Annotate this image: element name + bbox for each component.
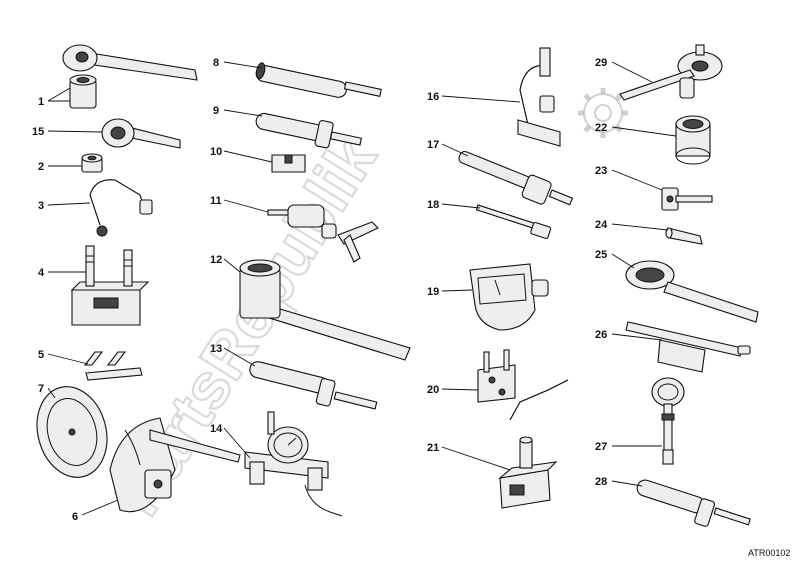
- tool-20-puller-bar: [477, 349, 569, 421]
- callout-18: 18: [427, 199, 439, 211]
- callout-26: 26: [595, 329, 607, 341]
- tool-26-clamp-bar: [625, 321, 751, 373]
- callout-10: 10: [210, 146, 222, 158]
- tool-7-degree-wheel: [36, 386, 108, 478]
- tool-1-spanner-socket: [62, 44, 198, 109]
- tool-15-ring-spanner: [101, 118, 181, 149]
- tool-16-c-clamp: [517, 47, 561, 147]
- callout-14: 14: [210, 423, 223, 435]
- tool-2-nut: [81, 153, 103, 173]
- callout-17: 17: [427, 139, 439, 151]
- tool-23-small-puller: [661, 187, 713, 211]
- callout-25: 25: [595, 249, 607, 261]
- callout-1: 1: [38, 96, 44, 108]
- tool-13-drift: [249, 361, 378, 410]
- tool-27-bore-gauge: [651, 377, 685, 465]
- tool-18-knurled-rod: [475, 204, 552, 240]
- tool-17-slide-hammer: [458, 150, 574, 206]
- callout-21: 21: [427, 442, 439, 454]
- tool-9-drift-collar: [255, 112, 362, 149]
- callout-5: 5: [38, 349, 44, 361]
- tool-6-protractor: [109, 417, 241, 513]
- tool-10-plate: [271, 154, 306, 173]
- callout-23: 23: [595, 165, 607, 177]
- callout-13: 13: [210, 343, 222, 355]
- callout-19: 19: [427, 286, 439, 298]
- tool-12-pin-spanner: [239, 259, 411, 361]
- callout-16: 16: [427, 91, 439, 103]
- callout-labels: 1 2 3 4 5 6 7 8 9 10 11 12 13 14 15 16 1…: [32, 57, 608, 523]
- tool-29-flange-tool: [619, 44, 723, 101]
- callout-9: 9: [213, 105, 219, 117]
- tool-24-pin: [665, 227, 703, 245]
- callout-20: 20: [427, 384, 439, 396]
- tool-19-gauge-housing: [469, 263, 549, 331]
- callout-12: 12: [210, 254, 222, 266]
- tool-28-long-driver: [636, 479, 751, 527]
- tool-3-hook-bracket: [89, 179, 153, 237]
- callout-15: 15: [32, 126, 44, 138]
- gear-icon: [578, 88, 628, 138]
- reference-code: ATR00102: [748, 548, 790, 558]
- leader-lines: [47, 61, 677, 516]
- callout-11: 11: [210, 195, 222, 207]
- callout-7: 7: [38, 383, 44, 395]
- callout-2: 2: [38, 161, 44, 173]
- callout-28: 28: [595, 476, 607, 488]
- callout-24: 24: [595, 219, 608, 231]
- callout-27: 27: [595, 441, 607, 453]
- tool-14-dial-gauge-bracket: [244, 411, 343, 517]
- tool-4-stud-base: [70, 245, 150, 326]
- tool-21-pedestal-adapter: [498, 436, 558, 509]
- tool-8-drift: [255, 62, 382, 98]
- tool-22-ring: [675, 115, 711, 165]
- callout-22: 22: [595, 122, 607, 134]
- tool-25-ring-handle: [625, 260, 759, 323]
- tool-5-shims: [83, 351, 143, 381]
- tool-11-t-handle-puller: [267, 204, 379, 263]
- callout-4: 4: [38, 267, 45, 279]
- callout-8: 8: [213, 57, 219, 69]
- callout-29: 29: [595, 57, 607, 69]
- callout-3: 3: [38, 200, 44, 212]
- callout-6: 6: [72, 511, 78, 523]
